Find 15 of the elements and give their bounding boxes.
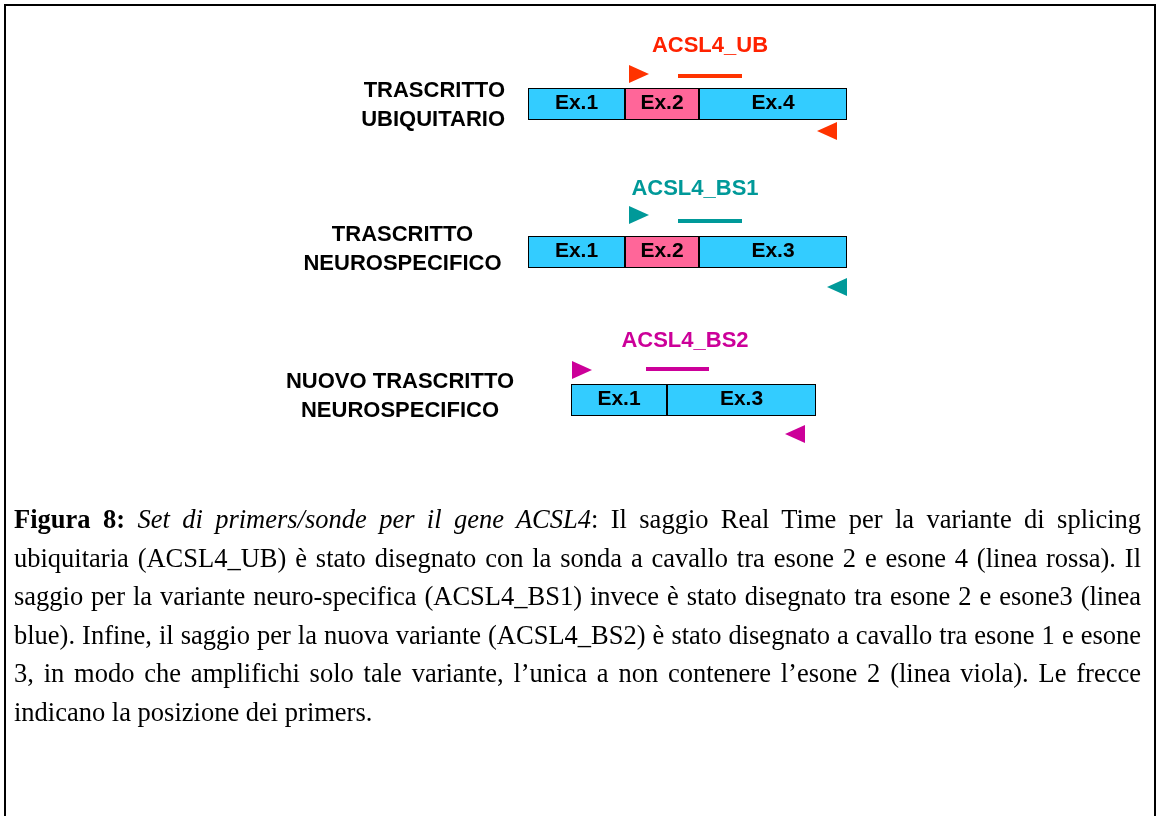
exon-box: Ex.3	[667, 384, 816, 416]
exon-box: Ex.1	[528, 88, 625, 120]
transcript-label: TRASCRITTO NEUROSPECIFICO	[302, 220, 503, 277]
probe-name: ACSL4_BS2	[620, 326, 750, 354]
exon-box: Ex.3	[699, 236, 847, 268]
exon-box: Ex.1	[528, 236, 625, 268]
probe-name: ACSL4_BS1	[630, 174, 760, 202]
transcript-label: TRASCRITTO UBIQUITARIO	[360, 76, 505, 133]
exon-box: Ex.4	[699, 88, 847, 120]
probe-name: ACSL4_UB	[650, 31, 770, 59]
figure-caption: Figura 8: Set di primers/sonde per il gene ACSL4: Il saggio Real Time per la variante di splicing ubiquitaria (ACSL4_UB) è stato disegnato con la sonda a cavallo tra esone 2 e esone 4 (linea rossa). Il saggio per la variante neuro-specifica (ACSL4_BS1) invece è stato disegnato tra esone 2 e esone3 (linea blue). Infine, il saggio per la nuova variante (ACSL4_BS2) è stato disegnato a cavallo tra esone 1 e esone 3, in modo che amplifichi solo tale variante, l’unica a non contenere l’esone 2 (linea viola). Le frecce indicano la posizione dei primers.	[14, 503, 1141, 729]
exon-box: Ex.1	[571, 384, 667, 416]
exon-box: Ex.2	[625, 88, 699, 120]
transcript-label: NUOVO TRASCRITTO NEUROSPECIFICO	[284, 367, 516, 424]
exon-box: Ex.2	[625, 236, 699, 268]
